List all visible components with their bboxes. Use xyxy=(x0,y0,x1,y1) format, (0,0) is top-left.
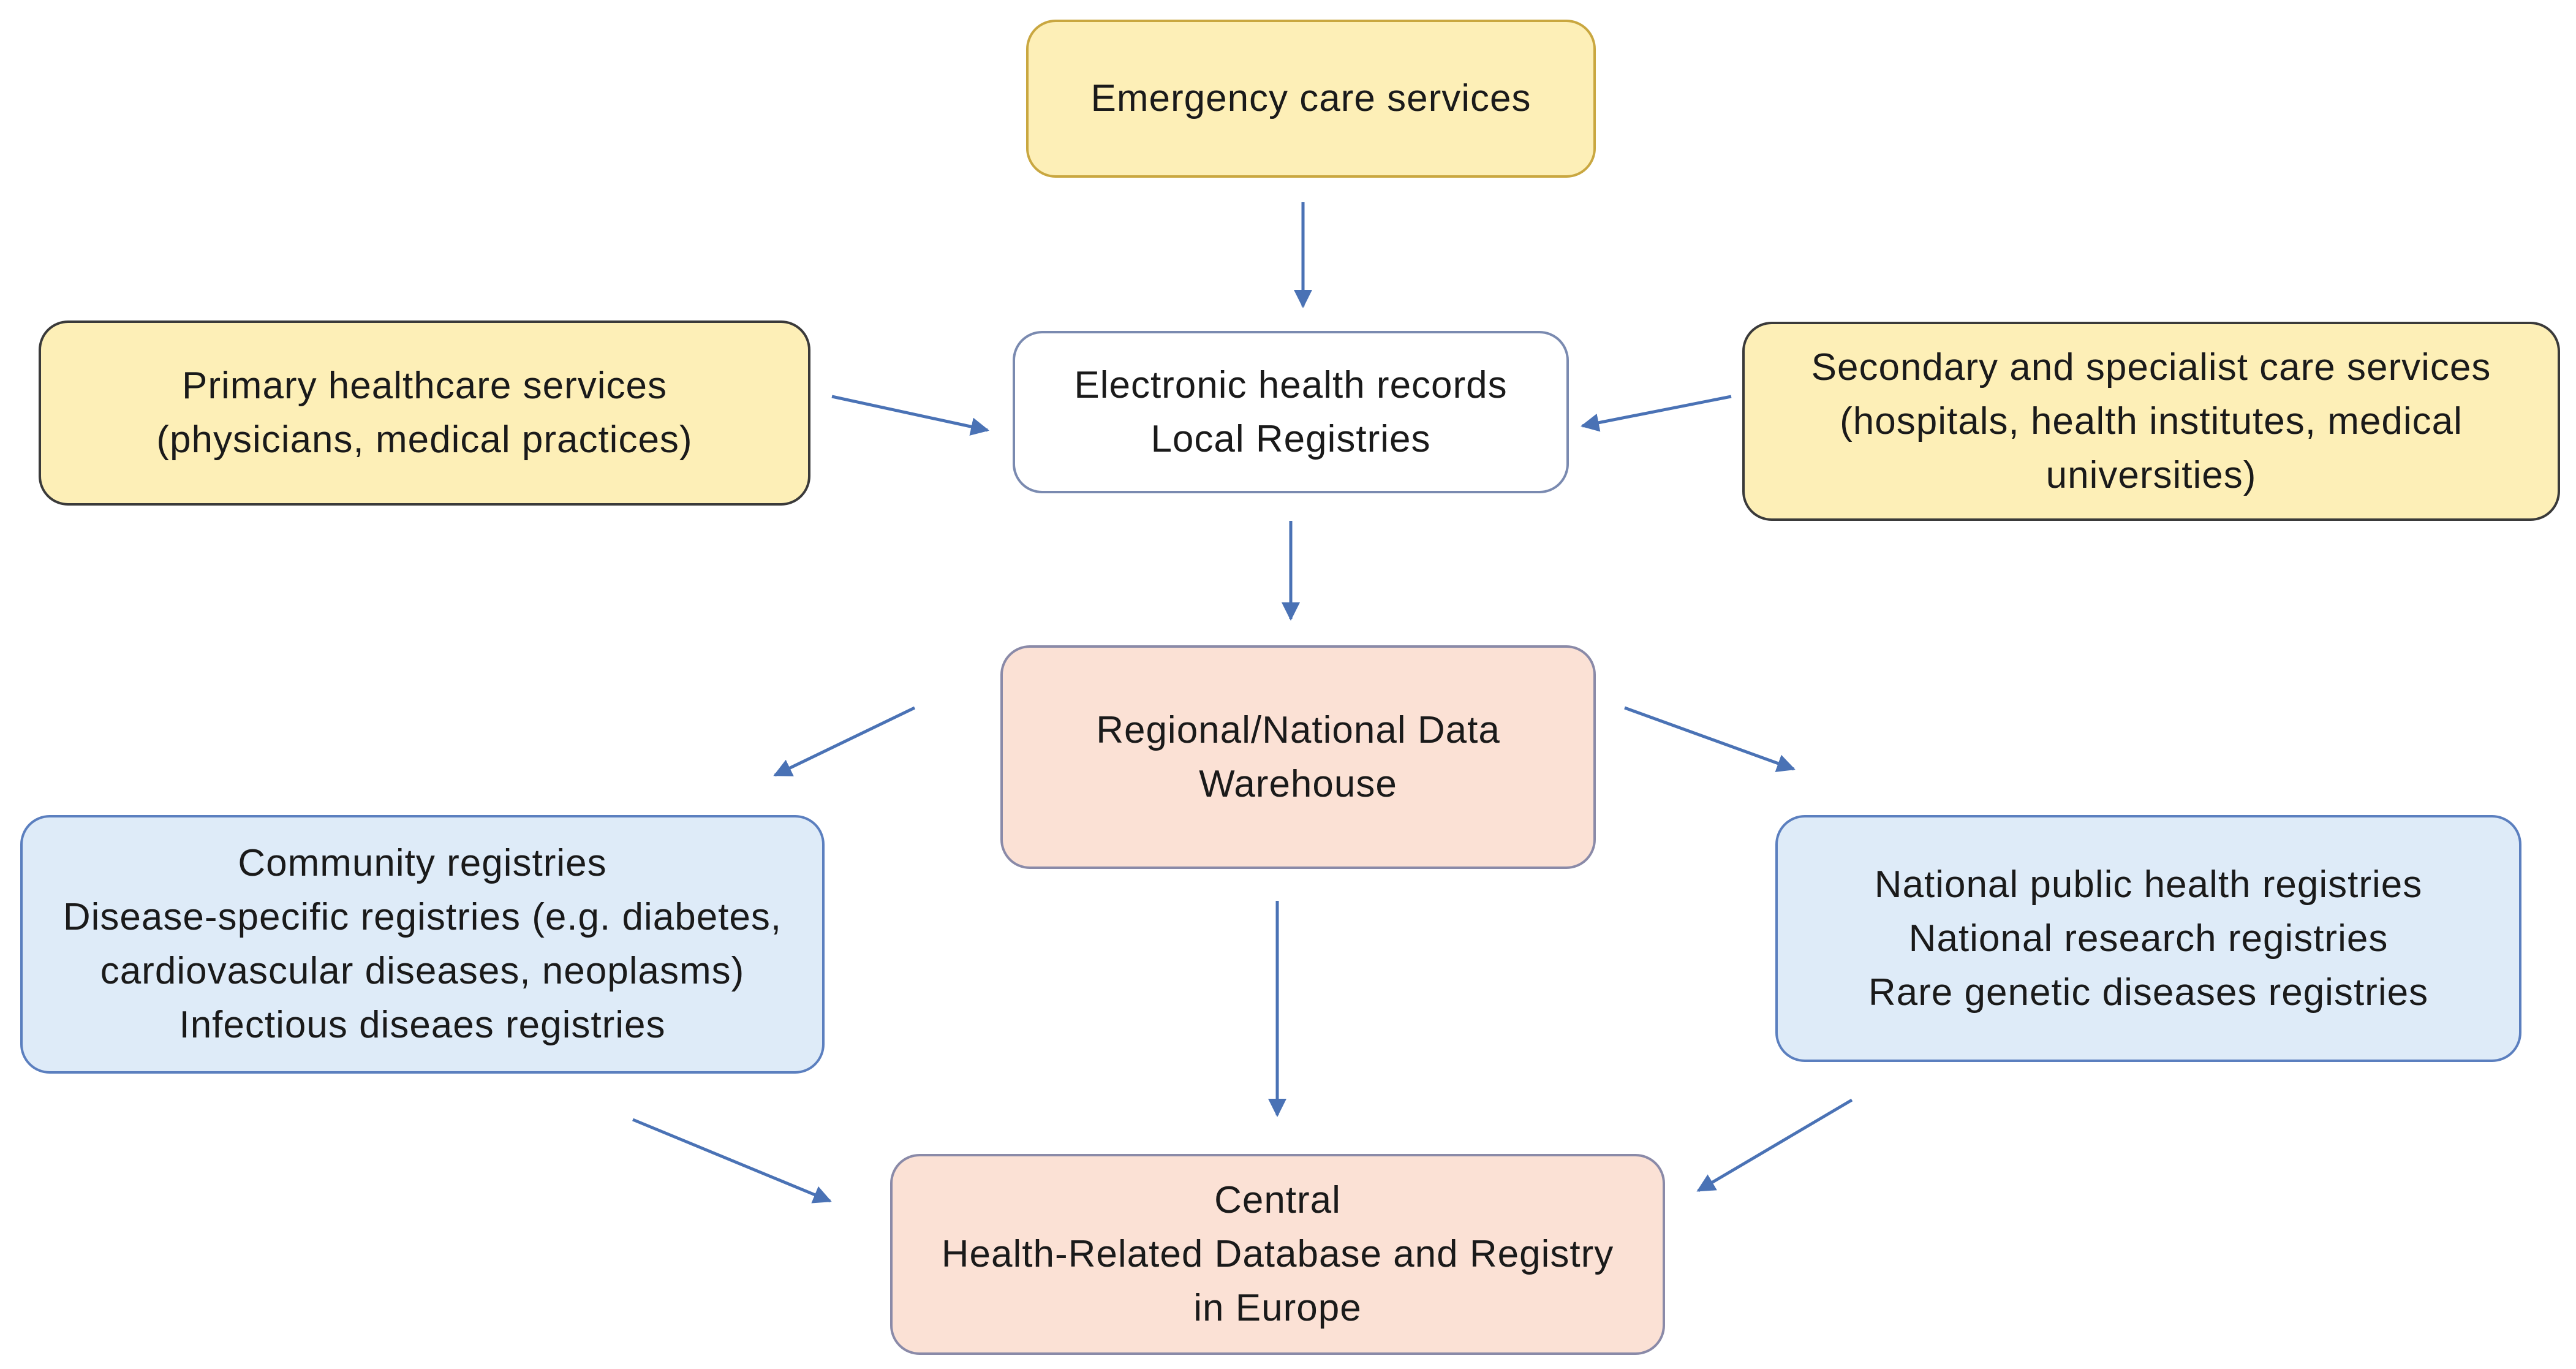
arrow-warehouse-to-national xyxy=(1624,706,1796,772)
node-emergency-care-services: Emergency care services xyxy=(1026,20,1596,178)
node-label-line: Emergency care services xyxy=(1090,77,1532,119)
node-primary-healthcare-services: Primary healthcare services (physicians,… xyxy=(39,320,810,506)
node-label-line: cardiovascular diseases, neoplasms) xyxy=(100,950,745,992)
node-label-line: Community registries xyxy=(238,842,607,884)
node-label-line: Warehouse xyxy=(1199,762,1397,805)
node-label-line: in Europe xyxy=(1193,1287,1362,1329)
arrow-warehouse-to-community xyxy=(773,706,916,777)
node-electronic-health-records: Electronic health records Local Registri… xyxy=(1013,331,1569,493)
arrow-primary-to-ehr xyxy=(831,395,989,436)
node-label-line: Primary healthcare services xyxy=(182,365,667,407)
node-label-line: Central xyxy=(1214,1179,1341,1221)
node-label-line: Regional/National Data xyxy=(1096,708,1500,751)
node-label-line: Secondary and specialist care services xyxy=(1811,346,2491,389)
node-regional-national-data-warehouse: Regional/National Data Warehouse xyxy=(1000,645,1596,869)
node-label-line: Local Registries xyxy=(1150,417,1431,460)
node-label-line: (physicians, medical practices) xyxy=(156,419,693,461)
arrow-national-to-central xyxy=(1696,1098,1853,1193)
arrow-secondary-to-ehr xyxy=(1581,395,1732,432)
node-label-line: National public health registries xyxy=(1874,863,2423,906)
node-label-line: Rare genetic diseases registries xyxy=(1868,971,2429,1014)
node-label-line: (hospitals, health institutes, medical xyxy=(1840,400,2463,442)
node-label-line: Health-Related Database and Registry xyxy=(941,1233,1614,1275)
arrow-community-to-central xyxy=(632,1118,832,1204)
node-national-registries: National public health registries Nation… xyxy=(1775,815,2521,1062)
node-label-line: Disease-specific registries (e.g. diabet… xyxy=(62,896,782,938)
node-community-registries: Community registries Disease-specific re… xyxy=(20,815,825,1074)
node-central-health-database-europe: Central Health-Related Database and Regi… xyxy=(890,1154,1665,1355)
node-label-line: Electronic health records xyxy=(1074,363,1508,406)
node-label-line: Infectious diseaes registries xyxy=(179,1004,666,1046)
node-secondary-specialist-care-services: Secondary and specialist care services (… xyxy=(1742,322,2560,521)
node-label-line: National research registries xyxy=(1908,917,2389,960)
node-label-line: universities) xyxy=(2045,453,2257,496)
